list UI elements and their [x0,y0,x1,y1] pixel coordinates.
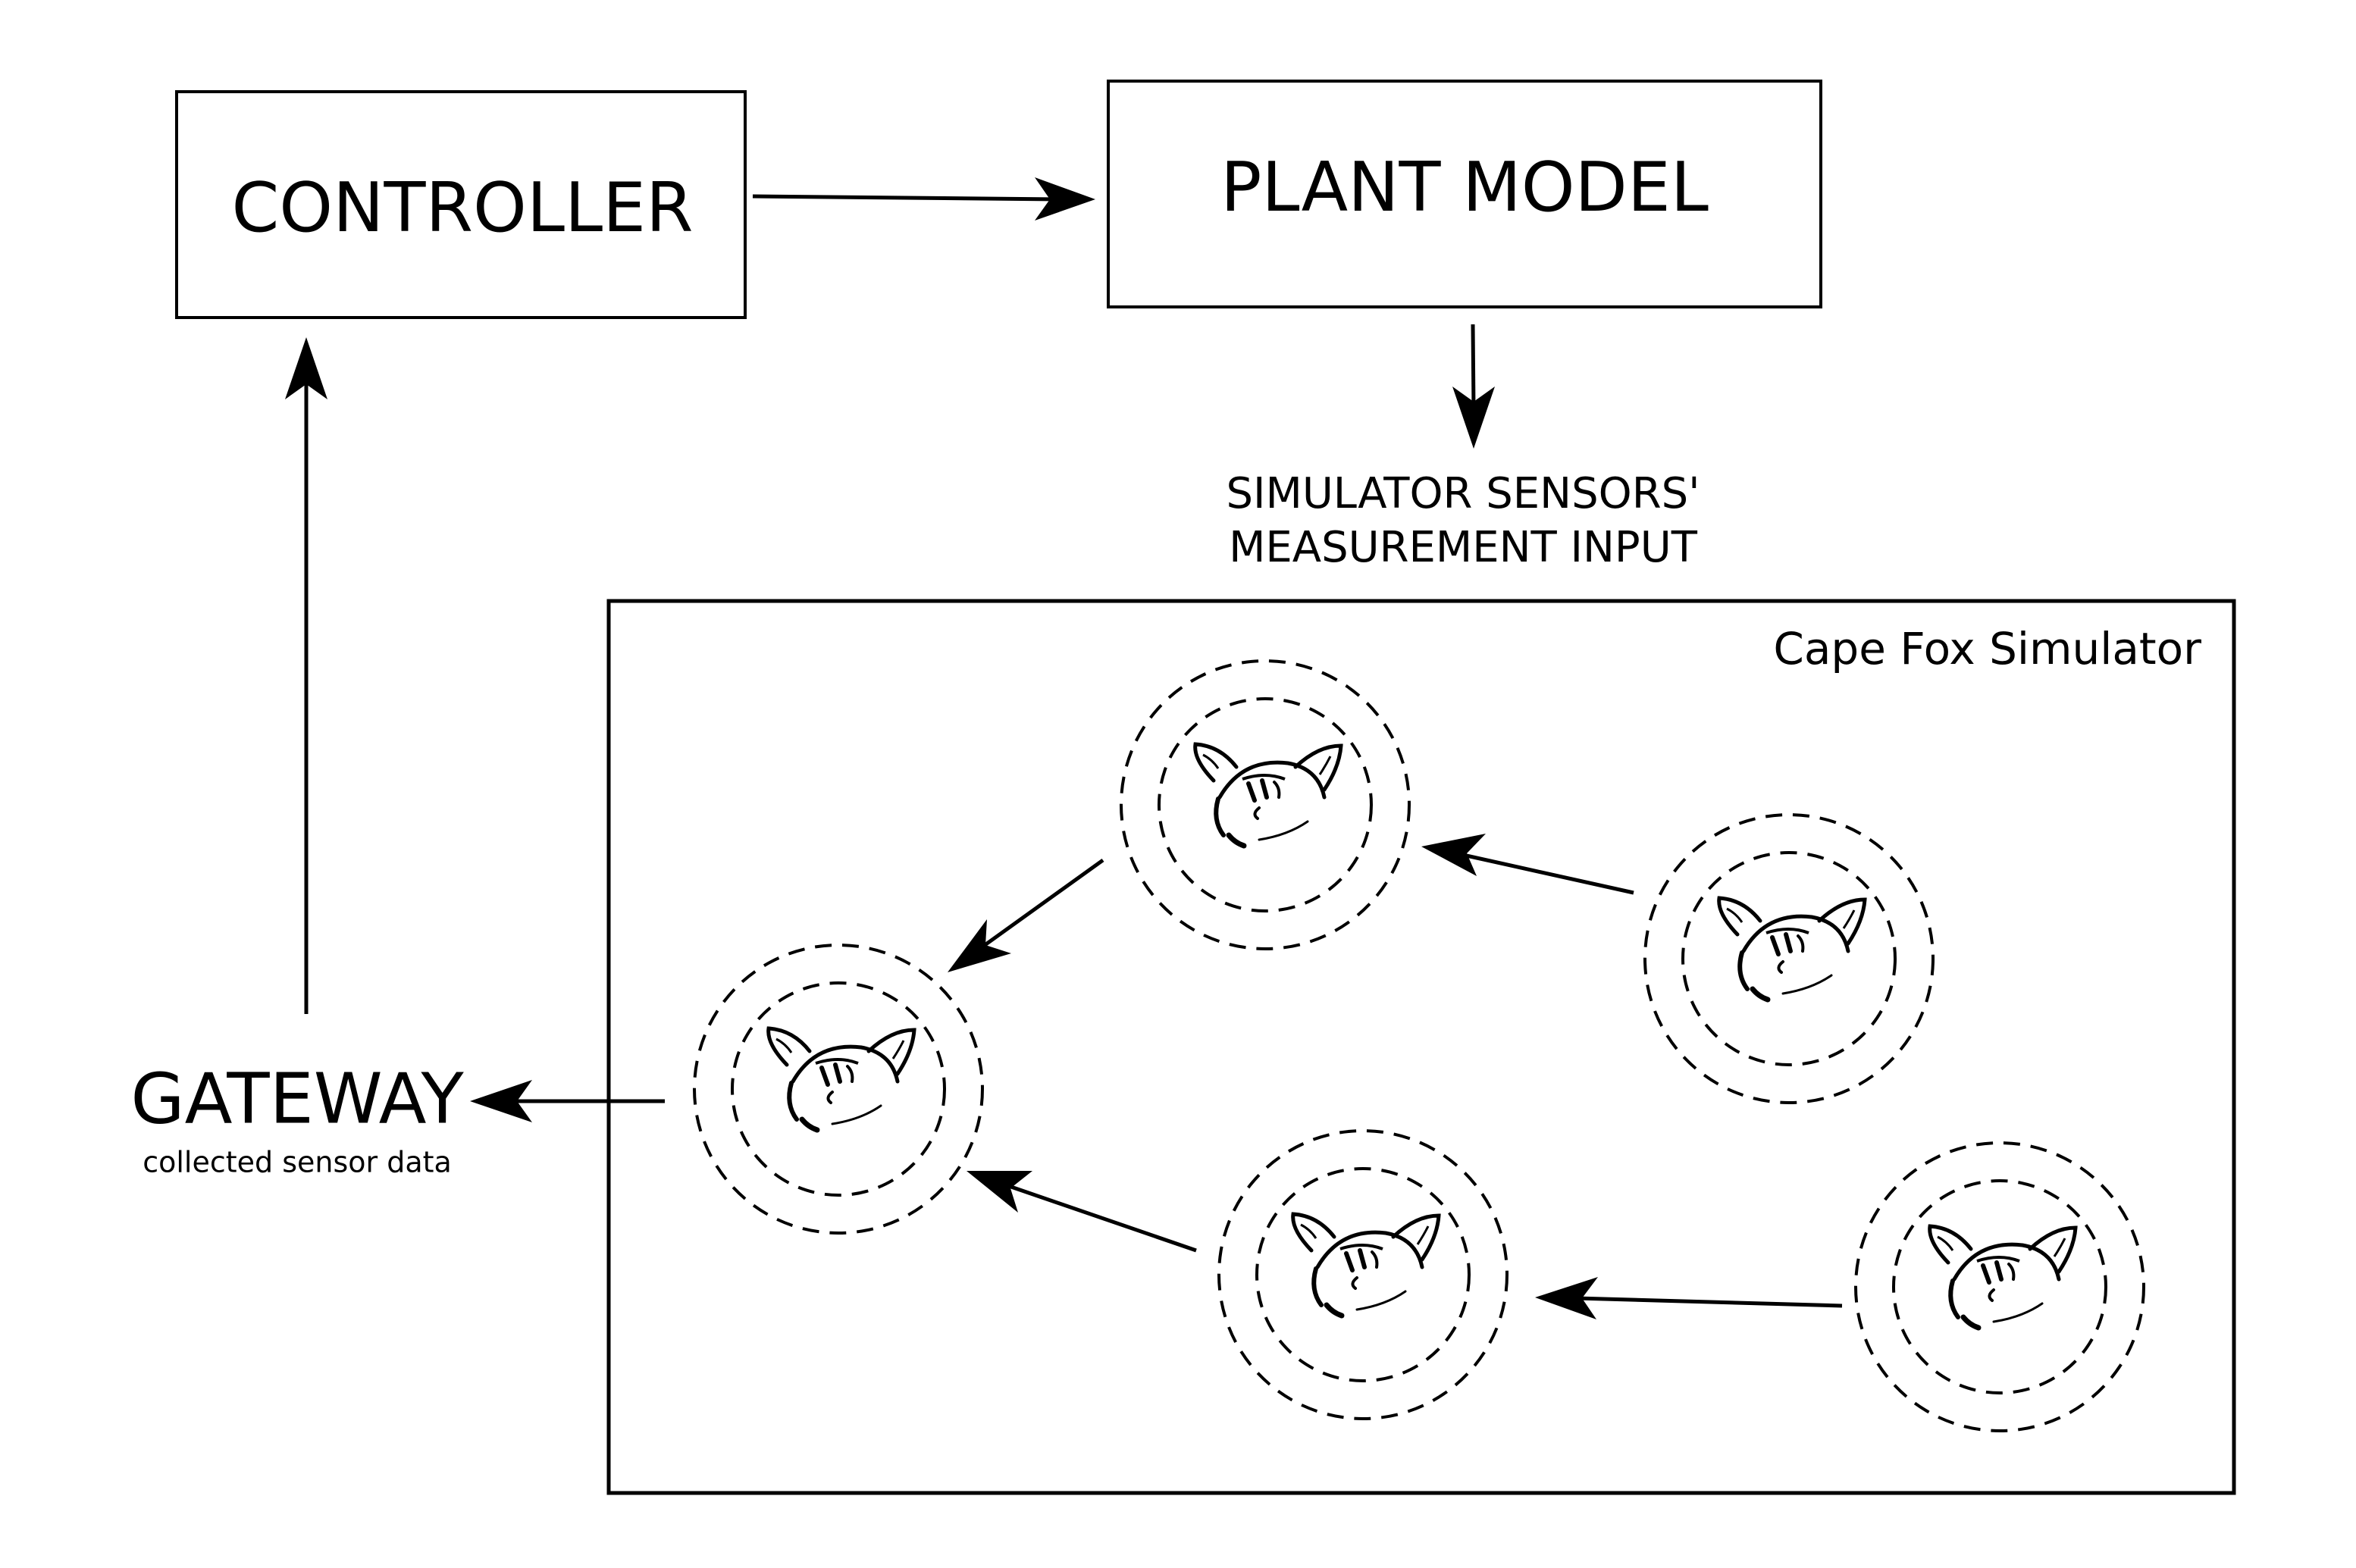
sensor-node-top [1121,661,1409,949]
sensor-node-gateway-neighbor [694,945,982,1233]
fox-face-icon [1645,815,1933,1103]
arrow-bottom-middle-to-left-node [967,1171,1197,1253]
sensor-node-bottom-middle [1219,1131,1507,1419]
simulator-frame: Cape Fox Simulator [606,599,2236,1495]
sensor-node-right-top [1645,815,1933,1103]
fox-face-icon [694,945,982,1233]
plant-model-block: PLANT MODEL [1107,80,1822,308]
controller-label: CONTROLLER [231,168,693,248]
fox-face-icon [1121,661,1409,949]
arrow-right-top-to-top-node [1421,834,1634,895]
arrow-top-to-left-node [948,858,1104,972]
sensor-node-right-bottom [1856,1143,2144,1431]
gateway-title: GATEWAY [130,1058,464,1139]
arrow-right-bottom-to-bottom-middle-node [1535,1277,1843,1319]
arrow-node-to-gateway [470,1080,665,1122]
sensor-input-label: SIMULATOR SENSORS' MEASUREMENT INPUT [1226,469,1700,572]
arrow-plant-to-sensors [1452,324,1495,449]
arrow-gateway-to-controller [285,337,327,1014]
gateway-subtitle: collected sensor data [143,1146,452,1179]
simulator-title: Cape Fox Simulator [1773,623,2201,674]
sensor-input-line2: MEASUREMENT INPUT [1229,523,1698,572]
gateway: GATEWAY collected sensor data [130,1058,464,1178]
plant-model-label: PLANT MODEL [1220,148,1709,227]
fox-face-icon [1856,1143,2144,1431]
controller-block: CONTROLLER [175,90,747,319]
fox-face-icon [1219,1131,1507,1419]
sensor-input-line1: SIMULATOR SENSORS' [1226,469,1700,518]
arrow-controller-to-plant [752,177,1095,221]
